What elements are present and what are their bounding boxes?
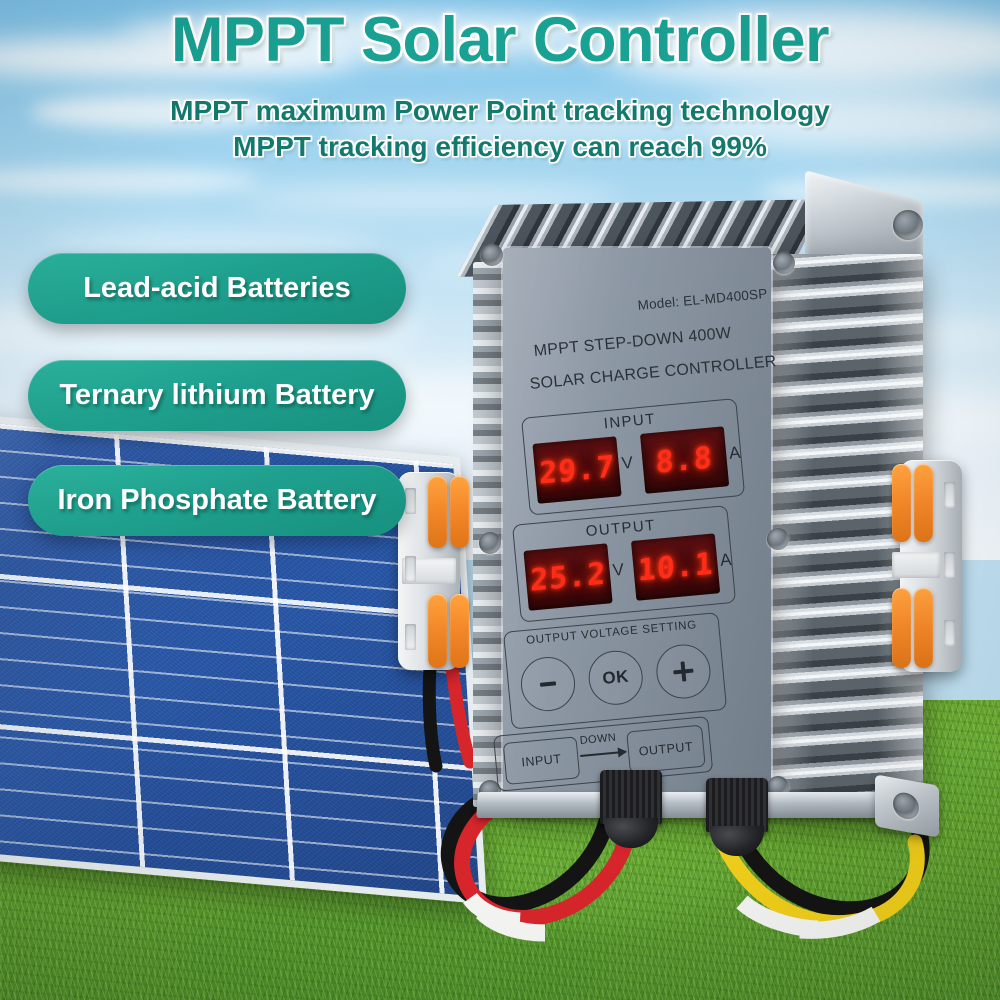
output-voltage-setting-panel: OUTPUT VOLTAGE SETTING OK xyxy=(503,612,728,730)
mounting-tab-bottom-right xyxy=(875,774,939,838)
feature-badge-ternary-lithium: Ternary lithium Battery xyxy=(28,360,406,431)
output-current-display: 10.1 xyxy=(630,533,721,601)
minus-icon xyxy=(539,681,557,687)
screw-mid-left xyxy=(479,532,501,554)
flow-middle-label: DOWN xyxy=(579,731,617,747)
lever-right-2 xyxy=(914,464,933,542)
screw-top-left xyxy=(481,244,503,266)
minus-button[interactable] xyxy=(518,654,578,714)
lever-left-1 xyxy=(428,476,447,548)
lever-left-3 xyxy=(428,594,447,668)
mppt-solar-charge-controller: Model: EL-MD400SP MPPT STEP-DOWN 400W SO… xyxy=(455,170,955,838)
output-voltage-unit: V xyxy=(611,559,625,580)
lever-connector-right xyxy=(892,460,962,672)
subtitle-line-1: MPPT maximum Power Point tracking techno… xyxy=(170,95,830,126)
feature-badge-label: Ternary lithium Battery xyxy=(59,379,375,411)
mounting-hole-bottom-right xyxy=(893,790,919,822)
input-current-unit: A xyxy=(728,442,742,463)
plus-button[interactable] xyxy=(654,642,713,701)
output-voltage-value: 25.2 xyxy=(529,555,607,599)
flow-input-label: INPUT xyxy=(502,736,581,785)
input-voltage-value: 29.7 xyxy=(538,448,616,492)
page-title: MPPT Solar Controller xyxy=(170,5,830,75)
lever-right-3 xyxy=(892,588,911,668)
feature-badge-label: Lead-acid Batteries xyxy=(83,272,351,304)
feature-badge-iron-phosphate: Iron Phosphate Battery xyxy=(28,465,406,536)
output-meter-panel: OUTPUT 25.2 V 10.1 A xyxy=(512,505,737,623)
input-current-display: 8.8 xyxy=(639,426,730,494)
output-voltage-display: 25.2 xyxy=(523,543,613,611)
subtitle-line-2: MPPT tracking efficiency can reach 99% xyxy=(233,131,767,162)
device-bottom-bar xyxy=(476,792,928,818)
input-meter-panel: INPUT 29.7 V 8.8 A xyxy=(521,398,746,516)
screw-top-mid xyxy=(773,252,795,274)
flow-arrow-icon xyxy=(580,750,627,758)
lever-left-4 xyxy=(450,594,469,668)
input-current-value: 8.8 xyxy=(656,439,714,481)
device-front-face xyxy=(503,248,771,808)
lever-right-4 xyxy=(914,588,933,668)
input-voltage-display: 29.7 xyxy=(532,436,622,504)
mounting-hole-top-right xyxy=(893,210,923,240)
output-current-unit: A xyxy=(719,549,733,570)
lever-left-2 xyxy=(450,476,469,548)
ok-button[interactable]: OK xyxy=(586,648,646,708)
feature-badge-label: Iron Phosphate Battery xyxy=(57,484,377,516)
input-voltage-unit: V xyxy=(620,452,634,473)
output-current-value: 10.1 xyxy=(637,545,714,589)
lever-connector-left xyxy=(398,472,469,670)
plus-icon xyxy=(673,661,695,683)
lever-right-1 xyxy=(892,464,911,542)
screw-mid-right xyxy=(767,528,789,550)
flow-output-label: OUTPUT xyxy=(626,724,706,774)
feature-badge-lead-acid: Lead-acid Batteries xyxy=(28,253,406,324)
